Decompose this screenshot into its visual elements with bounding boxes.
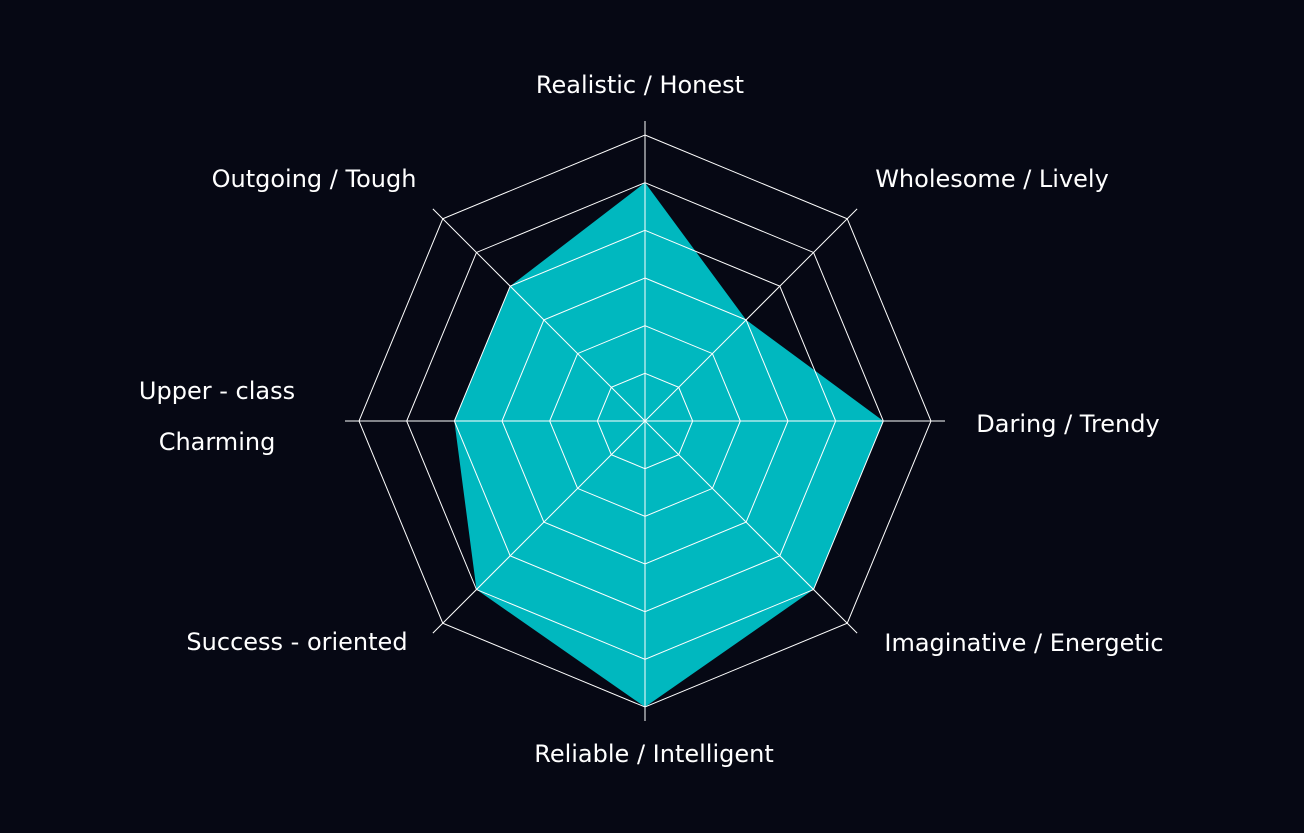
- axis-label-3: Daring / Trendy: [976, 410, 1159, 438]
- axis-spoke-4: [644, 420, 858, 634]
- axis-label-8: Outgoing / Tough: [212, 165, 417, 193]
- axis-spoke-8: [432, 208, 646, 422]
- axis-label-1: Realistic / Honest: [536, 71, 744, 99]
- axis-label-7-line-2: Charming: [159, 428, 276, 456]
- axis-label-5: Reliable / Intelligent: [534, 740, 774, 768]
- radar-grid: [345, 121, 945, 721]
- axis-spoke-2: [644, 208, 858, 422]
- axis-label-6: Success - oriented: [186, 628, 407, 656]
- axis-spoke-6: [432, 420, 646, 634]
- axis-label-2: Wholesome / Lively: [875, 165, 1109, 193]
- axis-label-7-line-1: Upper - class: [139, 377, 295, 405]
- axis-label-4: Imaginative / Energetic: [884, 629, 1163, 657]
